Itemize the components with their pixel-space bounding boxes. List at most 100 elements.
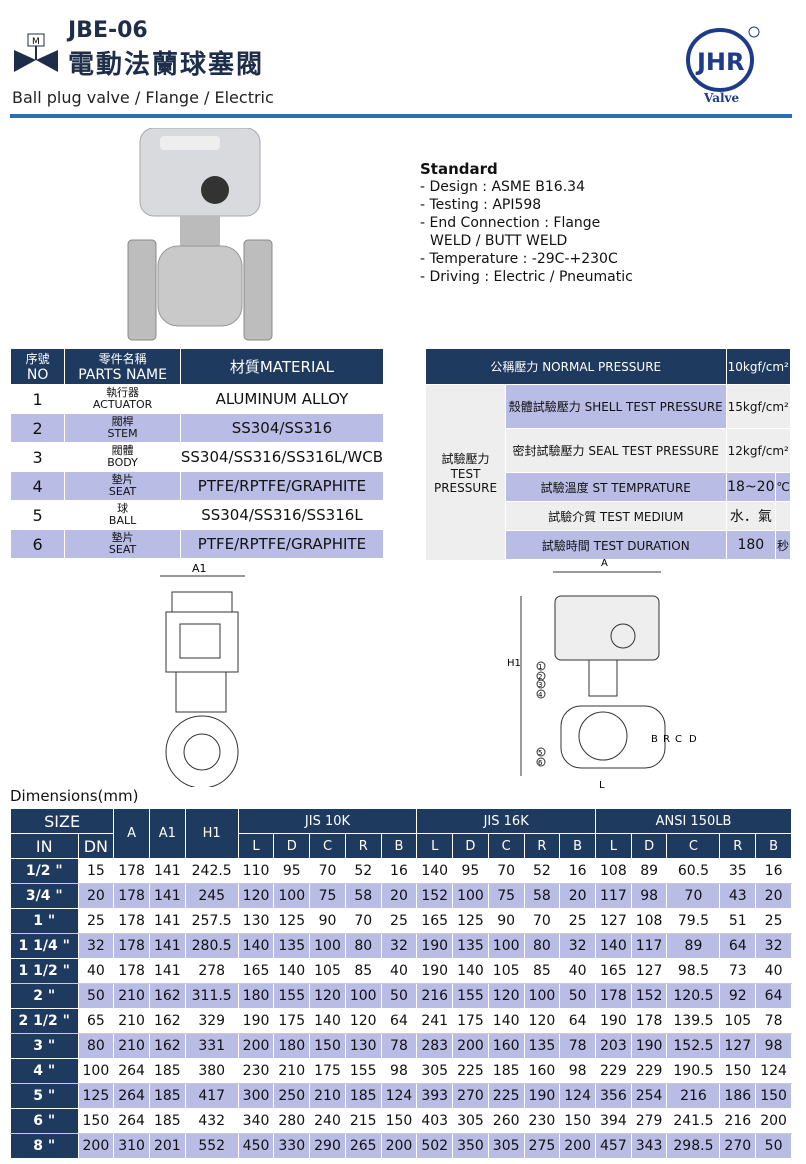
temp-value: 18~20	[725, 472, 777, 502]
dim-cell: 98	[559, 1058, 596, 1084]
dim-cell: 108	[630, 908, 668, 934]
dim-cell: 40	[380, 958, 418, 984]
dim-cell: 417	[184, 1083, 239, 1109]
dim-cell: 64	[719, 933, 757, 959]
standard-title: Standard	[420, 160, 498, 178]
size-in: 1/2 "	[10, 858, 79, 884]
dim-cell: 80	[344, 933, 382, 959]
dimensions-title: Dimensions(mm)	[10, 787, 139, 805]
dim-cell: 58	[523, 883, 561, 909]
dim-cell: 70	[523, 908, 561, 934]
dim-cell: 230	[237, 1058, 275, 1084]
dim-cell: 100	[523, 983, 561, 1009]
dim-cell: 85	[344, 958, 382, 984]
dim-cell: 124	[755, 1058, 792, 1084]
dims-sub-header: C	[309, 833, 346, 859]
dim-cell: 110	[237, 858, 275, 884]
dim-cell: 331	[184, 1033, 239, 1059]
dim-cell: 98	[755, 1033, 792, 1059]
callout-number: 1	[538, 663, 542, 671]
dim-cell: 78	[755, 1008, 792, 1034]
dim-cell: 278	[184, 958, 239, 984]
dim-cell: 78	[559, 1033, 596, 1059]
dim-cell: 165	[595, 958, 632, 984]
dim-cell: 50	[380, 983, 418, 1009]
dim-cell: 340	[237, 1108, 275, 1134]
dim-cell: 165	[416, 908, 454, 934]
dim-cell: 180	[273, 1033, 311, 1059]
dim-cell: 125	[273, 908, 311, 934]
dim-cell: 230	[523, 1108, 561, 1134]
dims-sub-header: R	[344, 833, 382, 859]
dims-size: SIZE	[9, 808, 115, 834]
dim-cell: 264	[113, 1083, 150, 1109]
dim-cell: 185	[487, 1058, 525, 1084]
dim-cell: 43	[719, 883, 757, 909]
seal-test-value: 12kgf/cm²	[725, 428, 792, 473]
dim-cell: 450	[237, 1133, 275, 1159]
dim-cell: 120	[487, 983, 525, 1009]
dim-cell: 393	[416, 1083, 454, 1109]
title-zh: 電動法蘭球塞閥	[68, 50, 265, 80]
dims-sub-header: D	[452, 833, 489, 859]
dim-cell: 141	[148, 883, 186, 909]
dim-cell: 150	[77, 1108, 115, 1134]
part-no: 2	[9, 413, 66, 443]
dim-cell: 75	[309, 883, 346, 909]
dim-cell: 25	[559, 908, 596, 934]
dim-cell: 270	[719, 1133, 757, 1159]
dim-cell: 58	[344, 883, 382, 909]
dim-cell: 120	[237, 883, 275, 909]
dim-cell: 139.5	[666, 1008, 721, 1034]
dim-a1: A1	[192, 562, 207, 575]
dim-cell: 124	[380, 1083, 418, 1109]
dim-cell: 25	[77, 908, 115, 934]
size-in: 1 "	[10, 908, 79, 934]
dim-cell: 140	[595, 933, 632, 959]
dim-cell: 40	[559, 958, 596, 984]
dim-cell: 150	[380, 1108, 418, 1134]
dims-sub-header: C	[666, 833, 721, 859]
dim-cell: 135	[523, 1033, 561, 1059]
dim-cell: 70	[309, 858, 346, 884]
callout-number: 6	[538, 759, 543, 767]
dim-cell: 52	[523, 858, 561, 884]
dim-cell: 245	[184, 883, 239, 909]
dim-cell: 200	[380, 1133, 418, 1159]
dim-cell: 311.5	[184, 983, 239, 1009]
shell-test-label: 殼體試驗壓力 SHELL TEST PRESSURE	[505, 384, 727, 429]
dim-cell: 155	[344, 1058, 382, 1084]
dim-cell: 225	[487, 1083, 525, 1109]
part-material: SS304/SS316	[179, 413, 385, 443]
dim-cell: 160	[487, 1033, 525, 1059]
dim-cell: 175	[273, 1008, 311, 1034]
dim-cell: 175	[309, 1058, 346, 1084]
dim-c: C	[675, 734, 682, 745]
dim-cell: 140	[416, 858, 454, 884]
dim-cell: 215	[344, 1108, 382, 1134]
brand-sub: Valve	[703, 91, 740, 105]
dim-cell: 185	[344, 1083, 382, 1109]
dim-cell: 178	[113, 908, 150, 934]
dim-cell: 457	[595, 1133, 632, 1159]
dim-cell: 178	[113, 858, 150, 884]
dim-cell: 120	[344, 1008, 382, 1034]
temp-label: 試驗溫度 ST TEMPRATURE	[505, 472, 727, 502]
dim-cell: 32	[77, 933, 115, 959]
temp-unit: ℃	[775, 472, 791, 502]
dims-group-ansi: ANSI 150LB	[595, 808, 792, 834]
standard-line: - Testing : API598	[420, 197, 542, 213]
dim-cell: 64	[559, 1008, 596, 1034]
dim-cell: 190	[630, 1033, 668, 1059]
dim-cell: 200	[452, 1033, 489, 1059]
standard-line: - Temperature : -29C-+230C	[420, 251, 618, 267]
